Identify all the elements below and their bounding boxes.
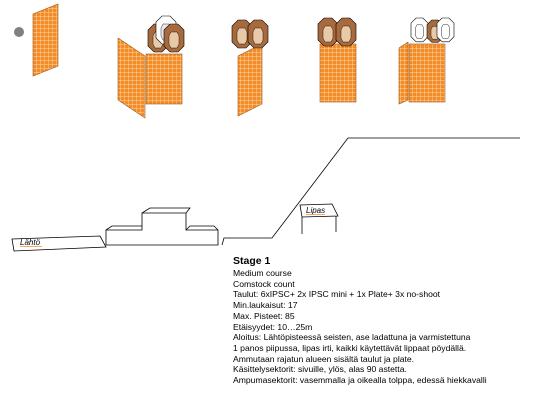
panel-group-4 bbox=[317, 17, 357, 103]
start-position-2: 1 panos piipussa, lipas irti, kaikki käy… bbox=[233, 342, 467, 353]
start-position-3: Ammutaan rajatun alueen sisältä taulut j… bbox=[233, 353, 415, 364]
finish-label: Lipas bbox=[306, 206, 325, 215]
stage-layout-outline bbox=[11, 137, 520, 252]
noshoot-target bbox=[410, 17, 429, 43]
start-label: Lähtö bbox=[20, 238, 41, 247]
ground-ramp bbox=[221, 137, 520, 246]
panel-group-5 bbox=[398, 17, 455, 105]
panel-group-2 bbox=[117, 15, 185, 119]
firing-sectors: Ampumasektorit: vasemmalla ja oikealla t… bbox=[233, 375, 487, 386]
stage-title: Stage 1 bbox=[233, 255, 271, 267]
ipsc-target-brown bbox=[231, 19, 253, 49]
ipsc-target-brown bbox=[335, 17, 357, 47]
max-points: Max. Pisteet: 85 bbox=[233, 310, 295, 321]
start-position-1: Aloitus: Lähtöpisteessä seisten, ase lad… bbox=[233, 332, 471, 343]
scoring-method: Comstock count bbox=[233, 278, 295, 289]
targets-line: Taulut: 6xIPSC+ 2x IPSC mini + 1x Plate+… bbox=[233, 289, 441, 300]
ipsc-target-brown bbox=[317, 17, 339, 47]
noshoot-target bbox=[436, 17, 455, 43]
ipsc-target-brown bbox=[247, 19, 269, 49]
finish-table bbox=[299, 203, 339, 218]
distances: Etäisyydet: 10…25m bbox=[233, 321, 313, 332]
min-rounds: Min.laukaisut: 17 bbox=[233, 300, 298, 311]
start-area bbox=[11, 235, 107, 252]
ipsc-target-brown bbox=[163, 23, 185, 53]
panel-1 bbox=[32, 3, 59, 77]
platform-steps bbox=[105, 212, 219, 246]
handling-sectors: Käsittelysektorit: sivuille, ylös, alas … bbox=[233, 364, 407, 375]
panel-group-3 bbox=[231, 19, 269, 117]
course-type: Medium course bbox=[233, 268, 292, 278]
position-dot bbox=[14, 27, 24, 37]
stage-brief: Stage 1 Medium course Comstock count Tau… bbox=[233, 255, 533, 386]
